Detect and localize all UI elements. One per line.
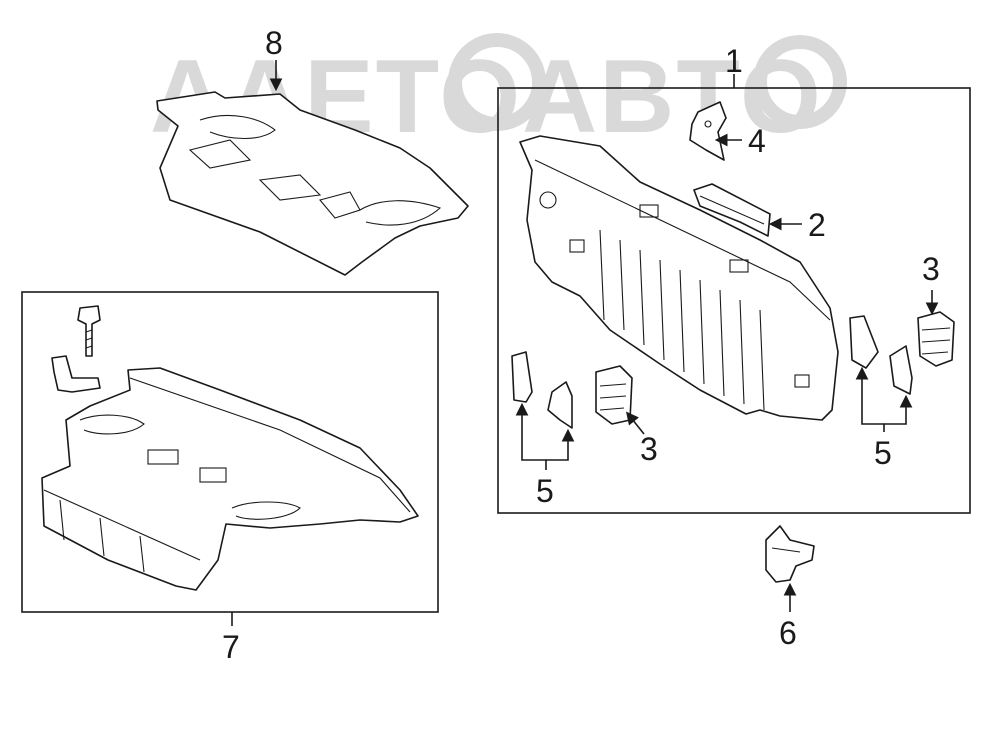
leader-lines <box>231 60 939 626</box>
leader-3-left <box>626 411 645 435</box>
small-bracket-icon <box>51 355 101 393</box>
part-1-rear-panel <box>519 135 839 421</box>
callout-5-left: 5 <box>536 473 554 509</box>
wheel-icon <box>753 35 847 129</box>
part-5-gusset-right <box>849 315 913 395</box>
part-7-floor-assembly <box>41 305 419 591</box>
part-3-reinforcement-left <box>595 365 633 425</box>
leader-5-right-a <box>855 366 885 432</box>
callout-3-left: 3 <box>640 431 658 467</box>
callout-5-right: 5 <box>874 435 892 471</box>
part-3-reinforcement-right <box>917 311 955 367</box>
callout-3-right: 3 <box>922 251 940 287</box>
callout-7: 7 <box>222 629 240 665</box>
assembly-7-frame <box>21 291 439 613</box>
part-5-gusset-left <box>511 351 573 429</box>
part-8-package-tray <box>156 91 469 276</box>
leader-5-left-b <box>546 428 575 461</box>
gear-icon <box>448 33 546 131</box>
callout-4: 4 <box>748 123 766 159</box>
callout-2: 2 <box>808 207 826 243</box>
callout-8: 8 <box>265 25 283 61</box>
part-2-bracket <box>693 183 771 237</box>
callout-6: 6 <box>779 615 797 651</box>
leader-5-right-b <box>884 394 913 425</box>
callout-1: 1 <box>725 43 743 79</box>
callout-labels: 8 1 4 2 3 3 5 5 6 7 <box>222 25 940 665</box>
part-6-bracket <box>765 525 815 583</box>
leader-5-left-a <box>515 402 547 470</box>
